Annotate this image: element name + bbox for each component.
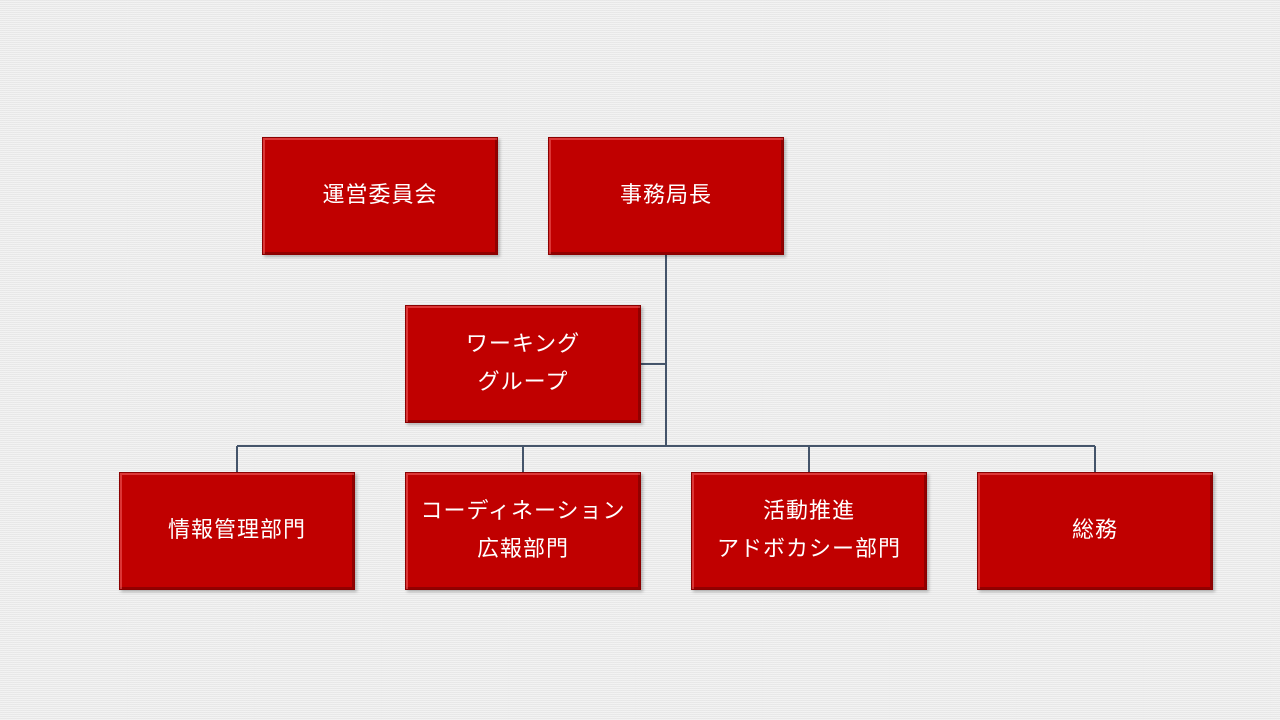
org-box-label: 事務局長 [619, 183, 712, 208]
org-box-information-management: 情報管理部門 [119, 472, 355, 590]
org-box-secretary-general: 事務局長 [548, 137, 784, 255]
org-box-steering-committee: 運営委員会 [262, 137, 498, 255]
org-box-label: 情報管理部門 [167, 518, 306, 543]
org-box-general-affairs: 総務 [977, 472, 1213, 590]
org-box-label-line1: ワーキング [465, 332, 581, 357]
org-box-label-line2: 広報部門 [476, 537, 569, 562]
org-box-working-group: ワーキング グループ [405, 305, 641, 423]
org-box-activity-advocacy: 活動推進 アドボカシー部門 [691, 472, 927, 590]
org-box-label: 総務 [1071, 518, 1118, 543]
org-box-label-line2: アドボカシー部門 [716, 537, 901, 562]
org-box-label: 運営委員会 [322, 183, 438, 208]
org-box-label-line1: 活動推進 [762, 499, 855, 524]
org-box-label-line2: グループ [477, 370, 569, 395]
org-box-coordination-pr: コーディネーション 広報部門 [405, 472, 641, 590]
org-box-label-line1: コーディネーション [420, 499, 626, 524]
